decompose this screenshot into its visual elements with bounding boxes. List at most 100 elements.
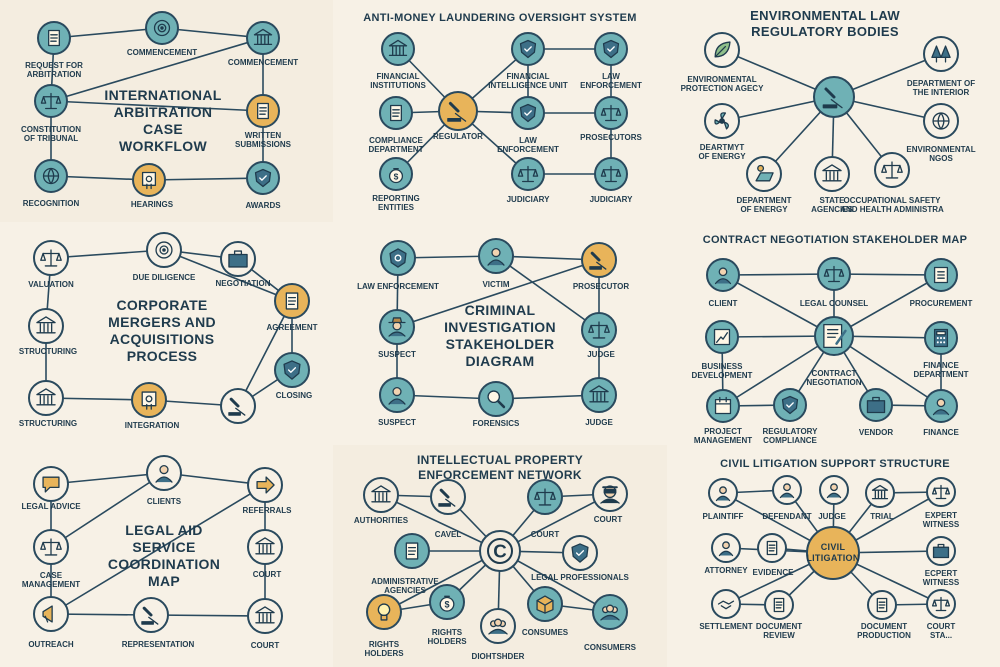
target-icon — [155, 241, 173, 259]
node-label: CAVEL — [434, 530, 462, 539]
node-label: VENDOR — [858, 428, 894, 437]
diagram-contract — [705, 257, 958, 423]
panel-title: CIVIL LITIGATION SUPPORT STRUCTURE — [720, 458, 950, 470]
megaphone-icon — [42, 605, 53, 623]
diagram-legalaid — [33, 455, 283, 634]
node-label: HEARINGS — [130, 200, 174, 209]
node-f9 — [859, 388, 893, 422]
node-e2 — [478, 238, 514, 274]
node-label: REFERRALS — [242, 506, 292, 515]
node-g4 — [33, 529, 69, 565]
lightbulb-icon — [377, 603, 391, 621]
courthouse-icon — [253, 28, 273, 46]
briefcase-icon — [932, 543, 950, 559]
node-label: NEGOTIATION — [215, 279, 271, 288]
node-d2 — [146, 232, 182, 268]
node-label: REPRESENTATION — [121, 640, 195, 649]
courthouse-icon — [388, 39, 408, 57]
checklist-icon — [933, 266, 949, 284]
node-i2 — [772, 475, 802, 505]
node-label: LAW ENFORCEMENT — [357, 282, 439, 291]
connector-g7-g8 — [150, 614, 266, 617]
hub-node — [806, 526, 860, 580]
node-e6 — [379, 377, 415, 413]
panel-title: CONTRACT NEGOTIATION STAKEHOLDER MAP — [702, 234, 968, 246]
connector-a1-a2 — [53, 27, 163, 39]
node-a1 — [37, 21, 71, 55]
panel-title: INTELLECTUAL PROPERTY ENFORCEMENT NETWOR… — [416, 453, 584, 482]
node-label: AGREEMENT — [266, 323, 318, 332]
node-label: LAW ENFORCEMENT — [497, 136, 559, 154]
node-f10 — [924, 389, 958, 423]
person-icon — [718, 541, 734, 557]
connector-a4-a5 — [50, 100, 264, 112]
node-label: RECOGNITION — [22, 199, 80, 208]
node-label: EXPERT WITNESS — [922, 511, 960, 529]
node-label: SUSPECT — [378, 418, 416, 427]
document-icon — [48, 29, 60, 47]
gavel-icon — [438, 488, 456, 507]
group-icon — [488, 618, 508, 635]
connector-a7-a8 — [148, 177, 264, 181]
document-icon — [876, 597, 888, 613]
connector-e3-e4 — [396, 259, 600, 328]
connector-f1-f5 — [722, 274, 835, 337]
courthouse-icon — [871, 484, 889, 500]
node-e4 — [379, 309, 415, 345]
node-label: OUTREACH — [28, 640, 74, 649]
node-b5 — [438, 91, 478, 131]
node-g5 — [247, 529, 283, 565]
certificate-icon — [141, 391, 157, 410]
diagram-aml: $ — [379, 32, 628, 191]
node-label: ENVIRONMENTAL NGOS — [906, 145, 976, 163]
node-label: REPORTING ENTITIES — [372, 194, 420, 212]
node-label: AUTHORITIES — [353, 516, 409, 525]
node-label: STRUCTURING — [18, 419, 78, 428]
node-label: CLOSING — [275, 391, 313, 400]
node-d9 — [220, 388, 256, 424]
connector-g2-g4 — [50, 472, 165, 548]
node-c3 — [813, 76, 855, 118]
gavel-icon — [822, 87, 843, 109]
panel-title: CORPORATE MERGERS AND ACQUISITIONS PROCE… — [108, 297, 216, 364]
node-label: JUDICIARY — [589, 195, 633, 204]
document-icon — [285, 292, 299, 310]
node-f7 — [706, 389, 740, 423]
node-e7 — [478, 381, 514, 417]
node-label: LEGAL PROFESSIONALS — [531, 573, 629, 582]
node-b9 — [511, 157, 545, 191]
node-g6 — [33, 596, 69, 632]
connector-h1-h6 — [380, 494, 501, 552]
node-label: PROSECUTORS — [580, 133, 642, 142]
node-h7 — [562, 535, 598, 571]
node-label: COMMENCEMENT — [227, 58, 299, 67]
node-i7 — [757, 533, 787, 563]
node-b3 — [594, 32, 628, 66]
node-label: JUDGE — [818, 512, 846, 521]
panel-title: ANTI-MONEY LAUNDERING OVERSIGHT SYSTEM — [363, 12, 637, 24]
shield-icon — [519, 39, 537, 59]
courthouse-icon — [822, 164, 842, 182]
certificate-icon — [141, 171, 157, 190]
node-label: JUDGE — [587, 350, 615, 359]
node-c6 — [746, 156, 782, 192]
chart-icon — [713, 328, 731, 346]
node-label: DIOHTSHDER — [471, 652, 525, 661]
person-icon — [155, 464, 173, 483]
node-label: REGULATORY COMPLIANCE — [762, 427, 818, 445]
node-h12 — [480, 608, 516, 644]
gavel-icon — [228, 397, 246, 416]
scales-icon — [40, 538, 62, 556]
connector-g1-g2 — [50, 472, 165, 485]
dollar-icon: $ — [439, 595, 455, 612]
node-label: OCCUPATIONAL SAFETY AND HEALTH ADMINISTR… — [840, 196, 944, 214]
node-label: SUSPECT — [378, 350, 416, 359]
node-i3 — [819, 475, 849, 505]
courthouse-icon — [371, 485, 391, 503]
node-label: RIGHTS HOLDERS — [427, 628, 467, 646]
node-h10 — [527, 586, 563, 622]
node-label: FINANCE DEPARTMENT — [913, 361, 969, 379]
node-label: CONSUMES — [521, 628, 569, 637]
